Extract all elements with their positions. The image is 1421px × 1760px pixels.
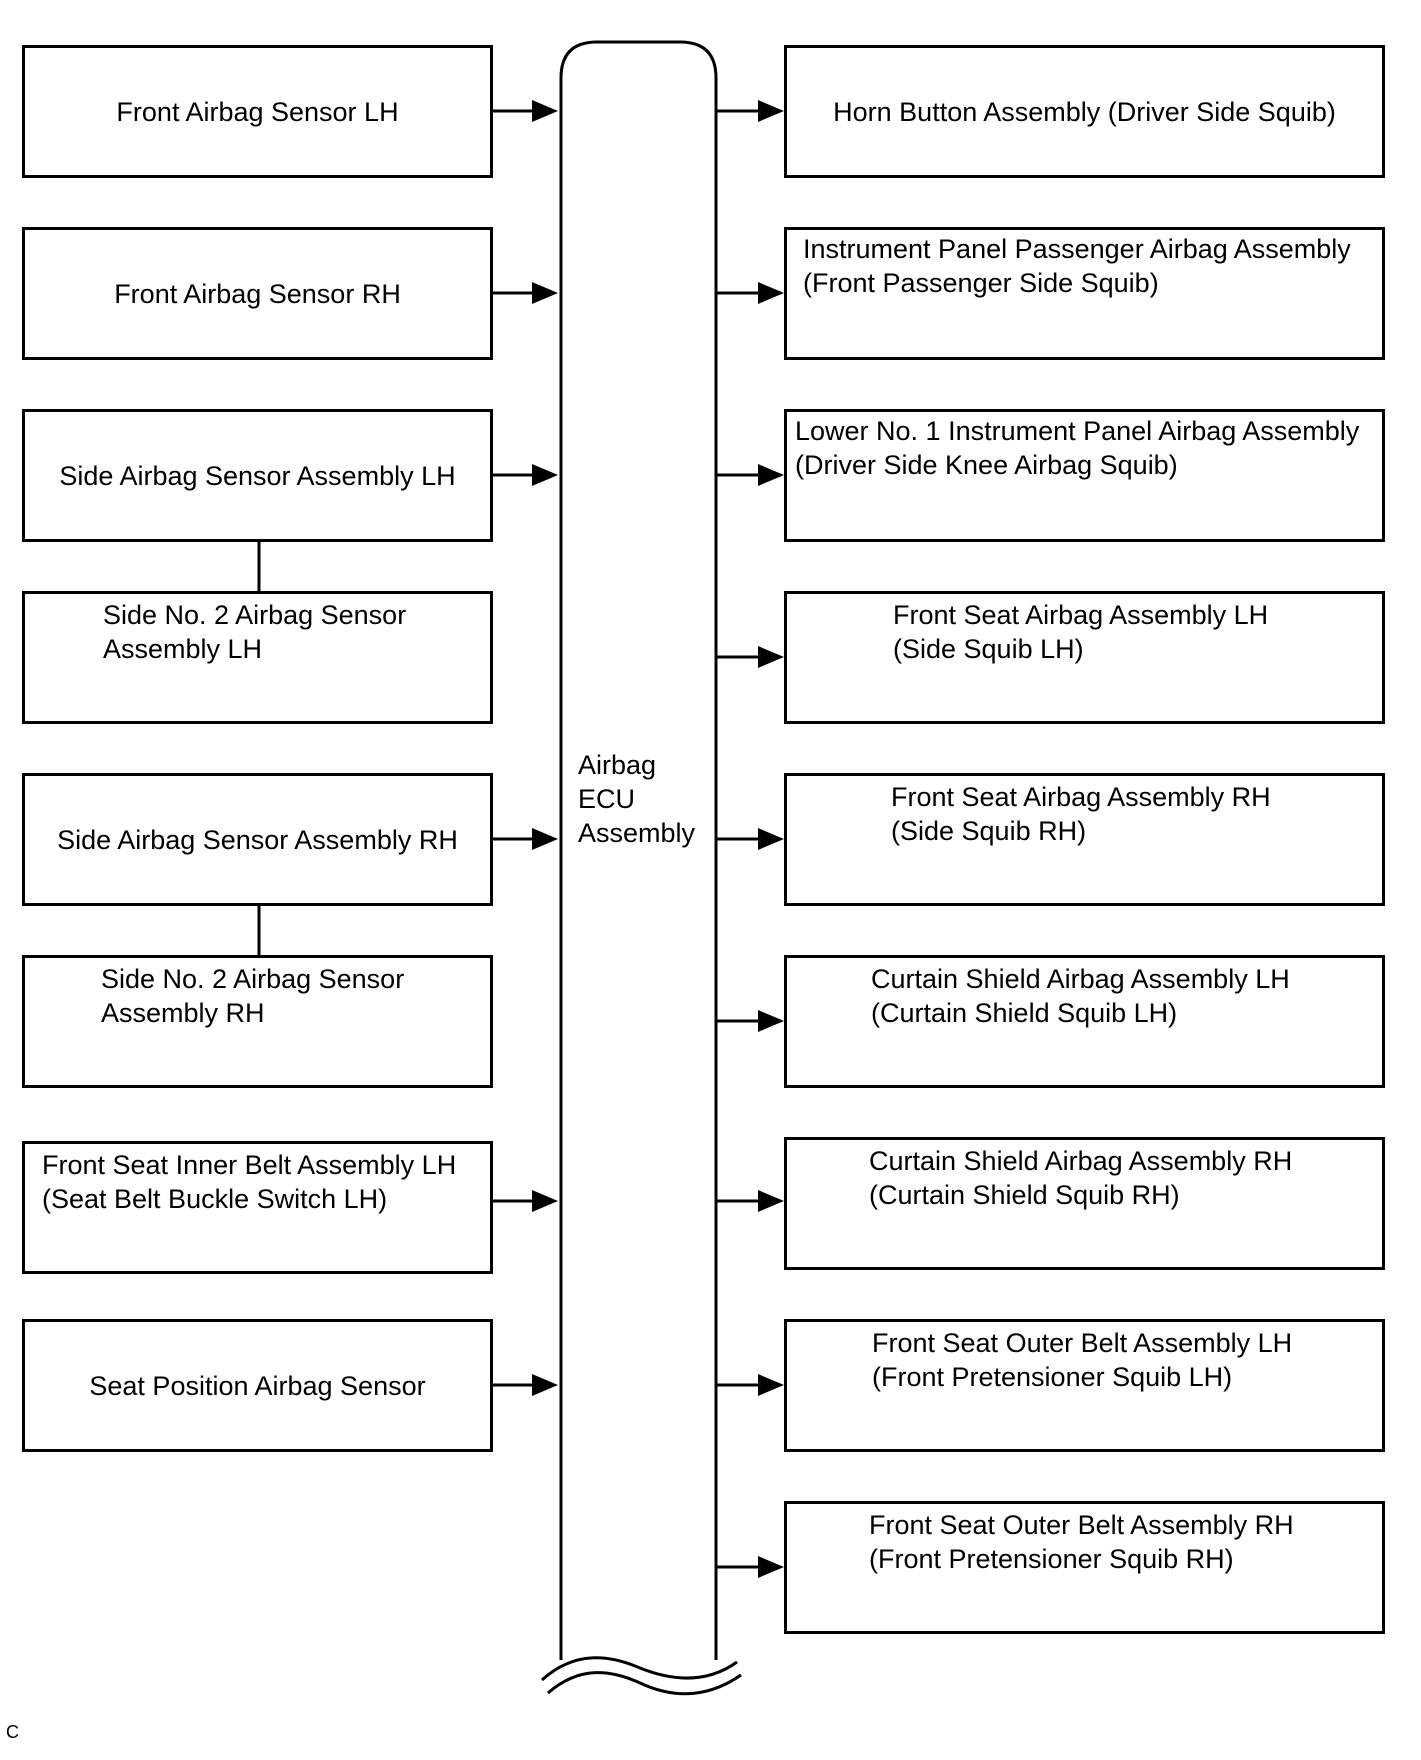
component-label: (Driver Side Knee Airbag Squib) [795,450,1178,480]
component-label: Front Seat Inner Belt Assembly LH [42,1150,457,1180]
output-arrow-head [758,1374,784,1396]
component-label: Side No. 2 Airbag Sensor [103,600,407,630]
component-label: (Front Pretensioner Squib RH) [869,1544,1234,1574]
output-box-front-seat-airbag-lh: Front Seat Airbag Assembly LH (Side Squib… [784,591,1385,724]
component-label: Seat Position Airbag Sensor [89,1370,426,1401]
component-label: Side No. 2 Airbag Sensor [101,964,405,994]
input-arrow-head [532,1190,558,1212]
component-label: Front Airbag Sensor LH [116,96,399,127]
input-arrow-head [532,100,558,122]
component-label: Front Airbag Sensor RH [114,278,401,309]
component-label: Horn Button Assembly (Driver Side Squib) [833,96,1336,127]
output-box-instrument-panel-passenger-airbag: Instrument Panel Passenger Airbag Assemb… [784,227,1385,360]
output-box-curtain-shield-airbag-lh: Curtain Shield Airbag Assembly LH (Curtai… [784,955,1385,1088]
output-box-curtain-shield-airbag-rh: Curtain Shield Airbag Assembly RH (Curtai… [784,1137,1385,1270]
input-box-side-airbag-sensor-lh: Side Airbag Sensor Assembly LH [22,409,493,542]
input-arrow-head [532,282,558,304]
input-box-front-seat-inner-belt-lh: Front Seat Inner Belt Assembly LH (Seat B… [22,1141,493,1274]
input-box-seat-position-airbag-sensor: Seat Position Airbag Sensor [22,1319,493,1452]
component-label: Front Seat Airbag Assembly RH [891,782,1271,812]
output-box-front-seat-outer-belt-rh: Front Seat Outer Belt Assembly RH (Front … [784,1501,1385,1634]
ecu-break-line-lower [547,1671,742,1696]
component-label: Curtain Shield Airbag Assembly RH [869,1146,1293,1176]
component-label: Front Seat Airbag Assembly LH [893,600,1269,630]
component-label: Lower No. 1 Instrument Panel Airbag Asse… [795,416,1360,446]
input-arrow-head [532,1374,558,1396]
figure-mark: C [6,1722,19,1742]
component-label: Side Airbag Sensor Assembly RH [57,824,458,855]
input-box-front-airbag-sensor-lh: Front Airbag Sensor LH [22,45,493,178]
output-arrow-head [758,282,784,304]
component-label: (Side Squib LH) [893,634,1084,664]
ecu-label-line: ECU [578,784,636,814]
component-label: (Front Pretensioner Squib LH) [872,1362,1233,1392]
output-arrow-head [758,1556,784,1578]
output-box-front-seat-airbag-rh: Front Seat Airbag Assembly RH (Side Squib… [784,773,1385,906]
ecu-label-line: Assembly [578,818,696,848]
ecu-break-line-upper [540,1656,738,1682]
input-arrow-head [532,464,558,486]
output-box-horn-button-assembly: Horn Button Assembly (Driver Side Squib) [784,45,1385,178]
output-box-front-seat-outer-belt-lh: Front Seat Outer Belt Assembly LH (Front … [784,1319,1385,1452]
output-arrow-head [758,464,784,486]
output-arrow-head [758,646,784,668]
output-arrow-head [758,100,784,122]
output-arrow-head [758,1190,784,1212]
airbag-ecu-column [559,40,718,1660]
input-box-front-airbag-sensor-rh: Front Airbag Sensor RH [22,227,493,360]
output-arrow-head [758,828,784,850]
component-label: (Curtain Shield Squib RH) [869,1180,1180,1210]
input-box-side-airbag-sensor-rh: Side Airbag Sensor Assembly RH [22,773,493,906]
ecu-label-line: Airbag [578,750,657,780]
component-label: (Front Passenger Side Squib) [803,268,1159,298]
input-arrow-head [532,828,558,850]
component-label: Assembly LH [103,634,263,664]
output-arrow-head [758,1010,784,1032]
component-label: Curtain Shield Airbag Assembly LH [871,964,1290,994]
component-label: Front Seat Outer Belt Assembly LH [872,1328,1293,1358]
component-label: (Side Squib RH) [891,816,1087,846]
component-label: Front Seat Outer Belt Assembly RH [869,1510,1294,1540]
airbag-ecu-label: Airbag ECU Assembly [578,748,695,850]
component-label: (Curtain Shield Squib LH) [871,998,1178,1028]
output-box-lower-no1-instrument-panel-airbag: Lower No. 1 Instrument Panel Airbag Asse… [784,409,1385,542]
component-label: Side Airbag Sensor Assembly LH [59,460,456,491]
component-label: Assembly RH [101,998,265,1028]
component-label: Instrument Panel Passenger Airbag Assemb… [803,234,1351,264]
component-label: (Seat Belt Buckle Switch LH) [42,1184,388,1214]
